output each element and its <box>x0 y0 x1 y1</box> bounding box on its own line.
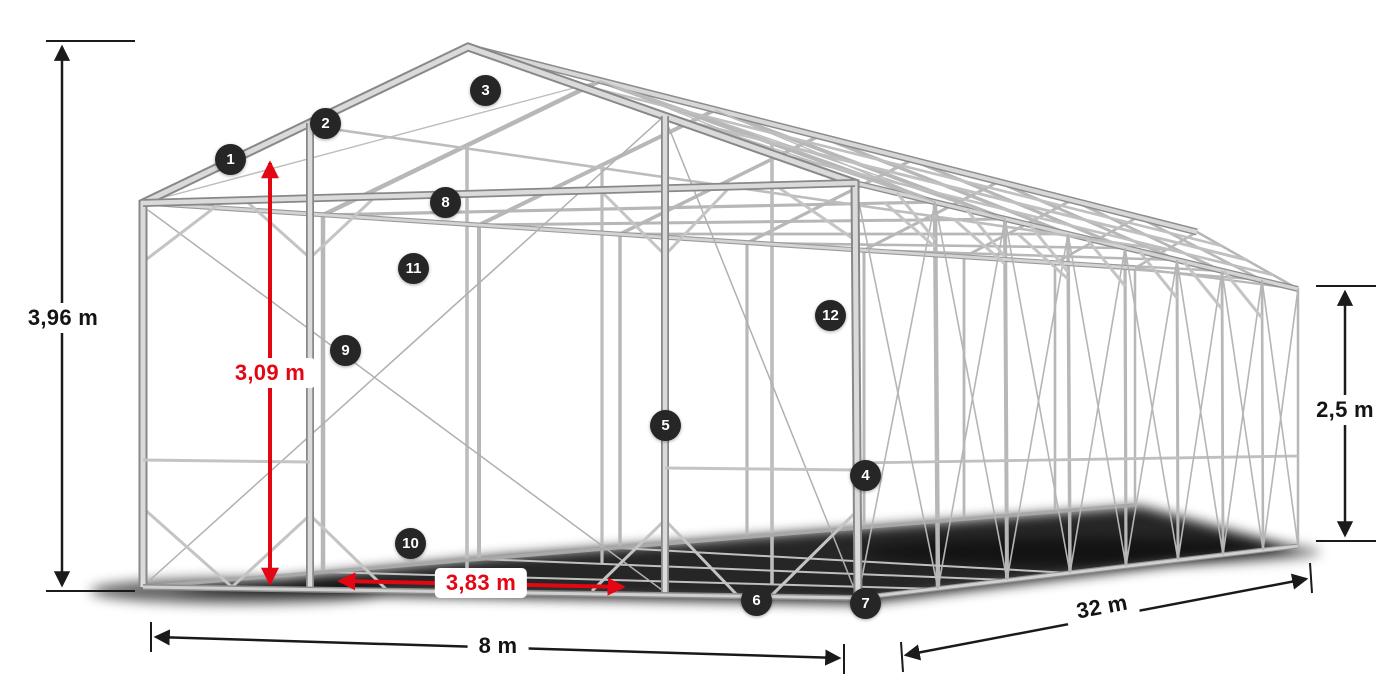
front-cable-bracing <box>147 117 857 594</box>
callout-badge-11[interactable]: 11 <box>398 253 429 284</box>
label-total-height: 3,96 m <box>16 303 110 333</box>
callout-badge-7[interactable]: 7 <box>850 588 881 619</box>
callout-badge-2[interactable]: 2 <box>310 108 341 139</box>
label-side-height: 2,5 m <box>1305 395 1385 425</box>
label-entrance-width: 3,83 m <box>434 568 528 598</box>
callout-badge-8[interactable]: 8 <box>430 187 461 218</box>
callout-badge-1[interactable]: 1 <box>215 144 246 175</box>
callout-badge-9[interactable]: 9 <box>330 335 361 366</box>
callout-badge-3[interactable]: 3 <box>470 75 501 106</box>
callout-badge-5[interactable]: 5 <box>650 410 681 441</box>
callout-badge-6[interactable]: 6 <box>741 585 772 616</box>
label-inner-height: 3,09 m <box>223 358 317 388</box>
callout-badge-10[interactable]: 10 <box>395 528 426 559</box>
callout-badge-12[interactable]: 12 <box>815 300 846 331</box>
wall-bracing <box>854 182 1299 599</box>
callout-badge-4[interactable]: 4 <box>850 460 881 491</box>
label-front-width: 8 m <box>467 631 529 661</box>
